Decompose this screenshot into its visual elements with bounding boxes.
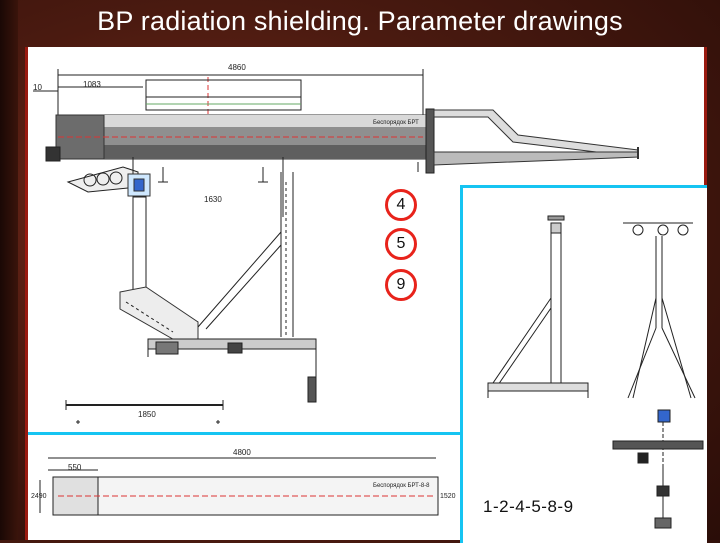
marker-5: 5 [385,228,417,260]
marker-4: 4 [385,189,417,221]
dim-left-marker: 10 [33,83,42,92]
dim-left: 1083 [83,80,101,89]
part-sequence: 1-2-4-5-8-9 [483,497,574,516]
main-drawing [33,69,639,424]
stand-drawing [487,215,704,529]
dim-bottom-h2: 1520 [440,493,456,500]
dim-bottom-length: 4800 [233,448,251,457]
drawing-sheet: 4860 1083 10 1630 1850 Беспорядок БРТ 4 … [25,47,707,543]
slide-left-edge [0,0,18,540]
beam-tag: Беспорядок БРТ [373,120,419,126]
stand-panel [460,185,707,543]
dim-height: 1630 [204,195,222,204]
bottom-panel: 4800 550 2490 1520 Беспорядок БРТ-8-8 [28,432,460,543]
bottom-drawing [39,457,439,516]
bottom-tag: Беспорядок БРТ-8-8 [373,483,430,489]
dim-bottom-h1: 2490 [31,493,47,500]
slide-title: BP radiation shielding. Parameter drawin… [97,6,623,36]
marker-9: 9 [385,269,417,301]
dim-overall: 4860 [228,63,246,72]
dim-bottom-left: 550 [68,463,82,472]
dim-base: 1850 [138,410,156,419]
